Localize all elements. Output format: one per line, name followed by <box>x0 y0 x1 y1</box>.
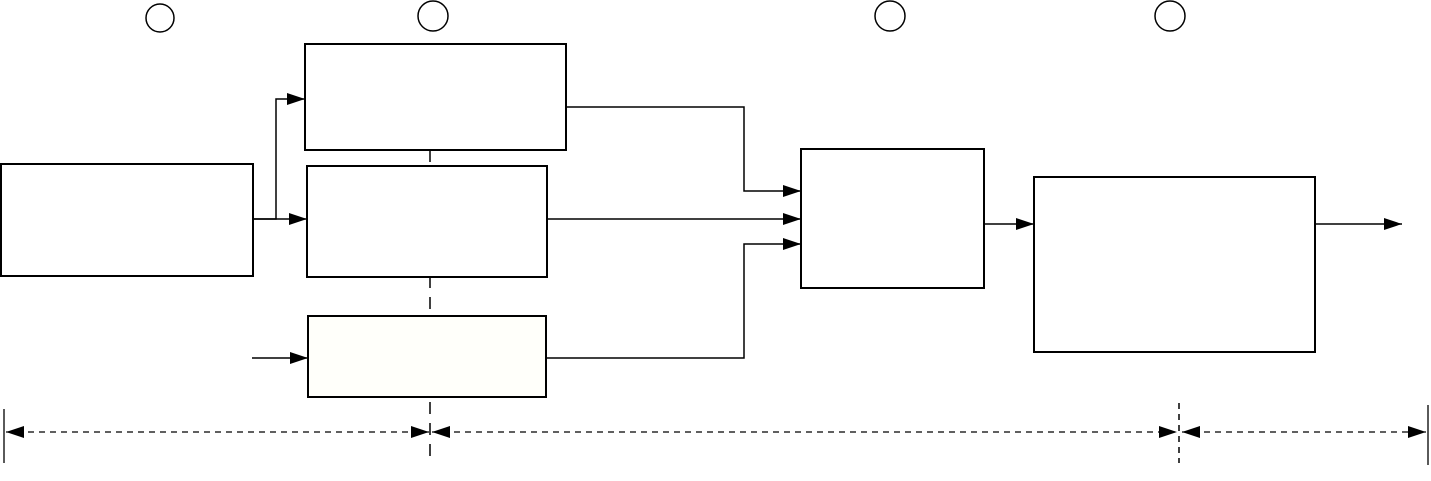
stage-marker-circle-1 <box>145 3 175 33</box>
box-merge <box>800 148 985 289</box>
connector-top-to-merge <box>566 106 801 197</box>
stage-markers-layer <box>145 0 1186 33</box>
box-branch-top <box>304 43 567 151</box>
shapes-layer <box>0 43 1316 398</box>
dimension-layer <box>3 405 1429 465</box>
box-input-bottom <box>307 315 547 398</box>
box-source-left <box>0 163 254 277</box>
stage-marker-circle-4 <box>1154 0 1186 32</box>
box-output <box>1033 176 1316 353</box>
box-branch-middle <box>306 165 548 278</box>
stage-marker-circle-3 <box>874 0 906 32</box>
stage-marker-circle-2 <box>417 0 449 32</box>
connectors-layer <box>252 93 1402 364</box>
connector-source-to-top <box>253 93 305 220</box>
connector-bottom-to-merge <box>546 238 801 359</box>
